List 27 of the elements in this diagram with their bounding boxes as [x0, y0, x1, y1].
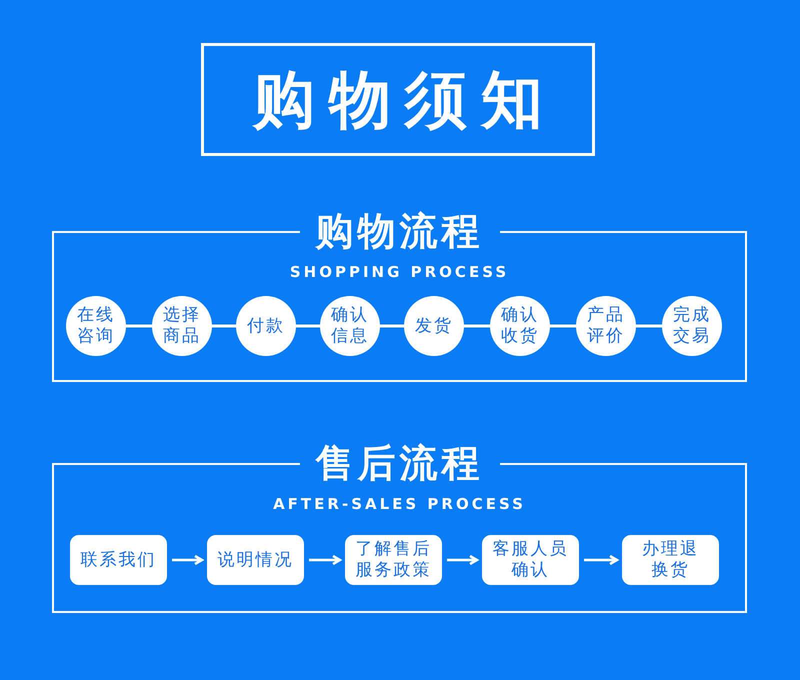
arrow — [447, 554, 478, 566]
step-circle: 完成交易 — [662, 296, 722, 356]
section-subheading: SHOPPING PROCESS — [290, 263, 510, 281]
arrow — [172, 554, 204, 566]
step-box: 联系我们 — [70, 535, 167, 585]
step-circle: 选择商品 — [152, 296, 212, 356]
step-circle: 发货 — [404, 296, 464, 356]
step-circle: 确认信息 — [320, 296, 380, 356]
step-circle: 产品评价 — [576, 296, 636, 356]
connector-line — [212, 324, 236, 328]
connector-line — [550, 324, 576, 328]
arrow — [309, 554, 342, 566]
connector-line — [464, 324, 490, 328]
page-title: 购物须知 — [201, 43, 595, 156]
step-circle: 确认收货 — [490, 296, 550, 356]
step-box: 客服人员确认 — [482, 535, 579, 585]
section-subheading: AFTER-SALES PROCESS — [273, 495, 526, 513]
step-box: 办理退换货 — [622, 535, 719, 585]
step-box: 了解售后服务政策 — [345, 535, 442, 585]
step-circle: 在线咨询 — [66, 296, 126, 356]
connector-line — [380, 324, 404, 328]
step-circle: 付款 — [236, 296, 296, 356]
connector-line — [296, 324, 320, 328]
arrow — [584, 554, 618, 566]
step-box: 说明情况 — [207, 535, 304, 585]
connector-line — [126, 324, 152, 328]
connector-line — [636, 324, 662, 328]
